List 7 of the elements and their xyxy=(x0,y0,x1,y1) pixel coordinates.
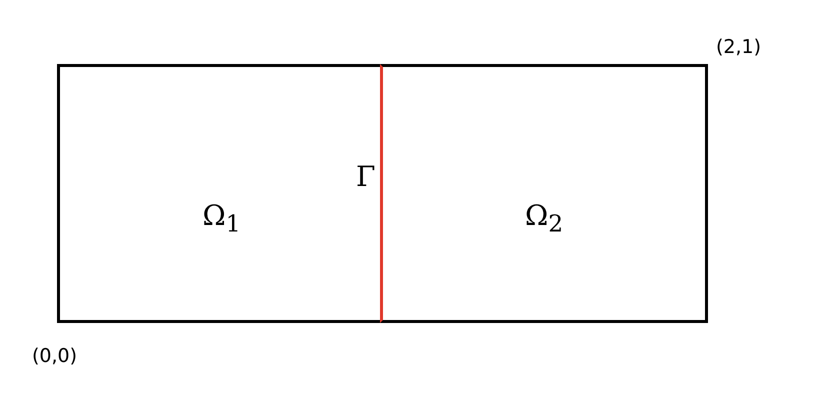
coordinate-label: (0,0) xyxy=(32,345,78,367)
region-box xyxy=(57,64,383,323)
region-label: Ω$_{1}$ xyxy=(202,199,241,238)
interface-label: Γ xyxy=(356,160,376,193)
region-box xyxy=(380,64,708,323)
region-label: Ω$_{2}$ xyxy=(524,199,564,238)
coordinate-label: (2,1) xyxy=(716,36,762,58)
